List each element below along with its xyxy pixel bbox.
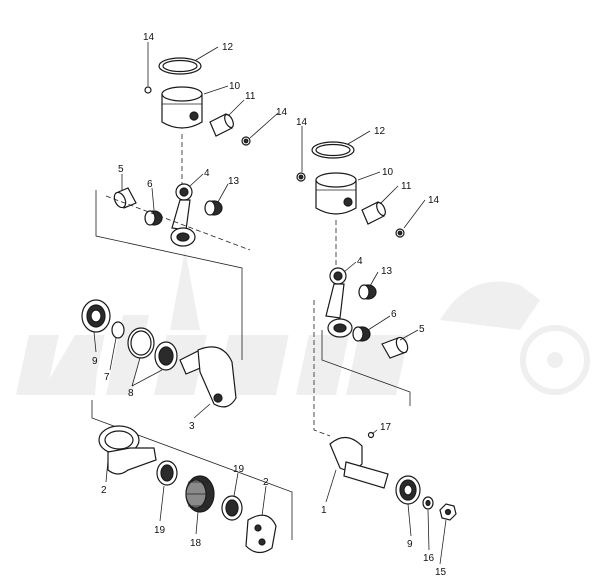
left-main-bearing (81, 299, 111, 333)
right-piston-ring (311, 141, 355, 159)
callout-10: 10 (229, 81, 241, 92)
callout-10: 10 (382, 167, 394, 178)
right-big-end-bearing (352, 326, 371, 342)
callout-9: 9 (92, 356, 98, 367)
left-crank-pin (113, 187, 137, 209)
callout-15: 15 (435, 567, 447, 578)
callout-5: 5 (118, 164, 124, 175)
callout-19: 19 (233, 464, 245, 475)
callout-12: 12 (374, 126, 386, 137)
left-piston-pin (209, 113, 234, 137)
bearing-19-right (221, 495, 243, 521)
right-small-end-bearing (358, 284, 377, 300)
callout-18: 18 (190, 538, 202, 549)
callout-6: 6 (391, 309, 397, 320)
left-snap-ring-8 (127, 327, 155, 359)
callout-4: 4 (204, 168, 210, 179)
callout-16: 16 (423, 553, 435, 564)
right-connecting-rod (325, 267, 353, 338)
callout-4: 4 (357, 256, 363, 267)
callout-3: 3 (189, 421, 195, 432)
callout-2: 2 (101, 485, 107, 496)
left-piston-ring (158, 57, 202, 75)
left-circlip-side (241, 136, 251, 146)
callout-14: 14 (143, 32, 155, 43)
callout-12: 12 (222, 42, 234, 53)
callout-9: 9 (407, 539, 413, 550)
left-seal-ring-7 (111, 321, 125, 339)
right-circlip-top (296, 172, 306, 182)
left-small-end-bearing (204, 200, 223, 216)
right-circlip-side (395, 228, 405, 238)
callout-6: 6 (147, 179, 153, 190)
left-piston (161, 86, 203, 129)
left-bearing-8 (154, 341, 178, 371)
right-piston (315, 172, 357, 215)
callout-8: 8 (128, 388, 134, 399)
crankshaft-1 (329, 436, 389, 489)
callout-14: 14 (276, 107, 288, 118)
callout-7: 7 (104, 372, 110, 383)
bearing-19-left (156, 460, 178, 486)
callout-labels: 14 12 10 11 14 5 6 4 13 14 12 10 11 14 4… (92, 32, 447, 578)
callout-13: 13 (228, 176, 240, 187)
washer-16 (422, 496, 434, 510)
left-crank-half-3 (179, 346, 237, 408)
callout-1: 1 (321, 505, 327, 516)
callout-2: 2 (263, 477, 269, 488)
right-crank-pin (381, 336, 409, 359)
gear-18 (185, 475, 215, 513)
right-main-bearing-9 (395, 475, 421, 505)
left-connecting-rod (170, 183, 196, 247)
callout-19: 19 (154, 525, 166, 536)
callout-11: 11 (245, 91, 256, 102)
leader-lines (93, 42, 447, 565)
callout-5: 5 (419, 324, 425, 335)
nut-15 (439, 503, 457, 521)
callout-14: 14 (428, 195, 440, 206)
callout-17: 17 (380, 422, 392, 433)
crank-shaft-2 (98, 425, 157, 475)
callout-13: 13 (381, 266, 393, 277)
right-piston-pin (361, 201, 386, 225)
callout-11: 11 (401, 181, 412, 192)
crank-counterweight-2 (245, 514, 277, 554)
left-circlip-top (144, 86, 152, 94)
callout-14: 14 (296, 117, 308, 128)
left-big-end-bearing (144, 210, 163, 226)
